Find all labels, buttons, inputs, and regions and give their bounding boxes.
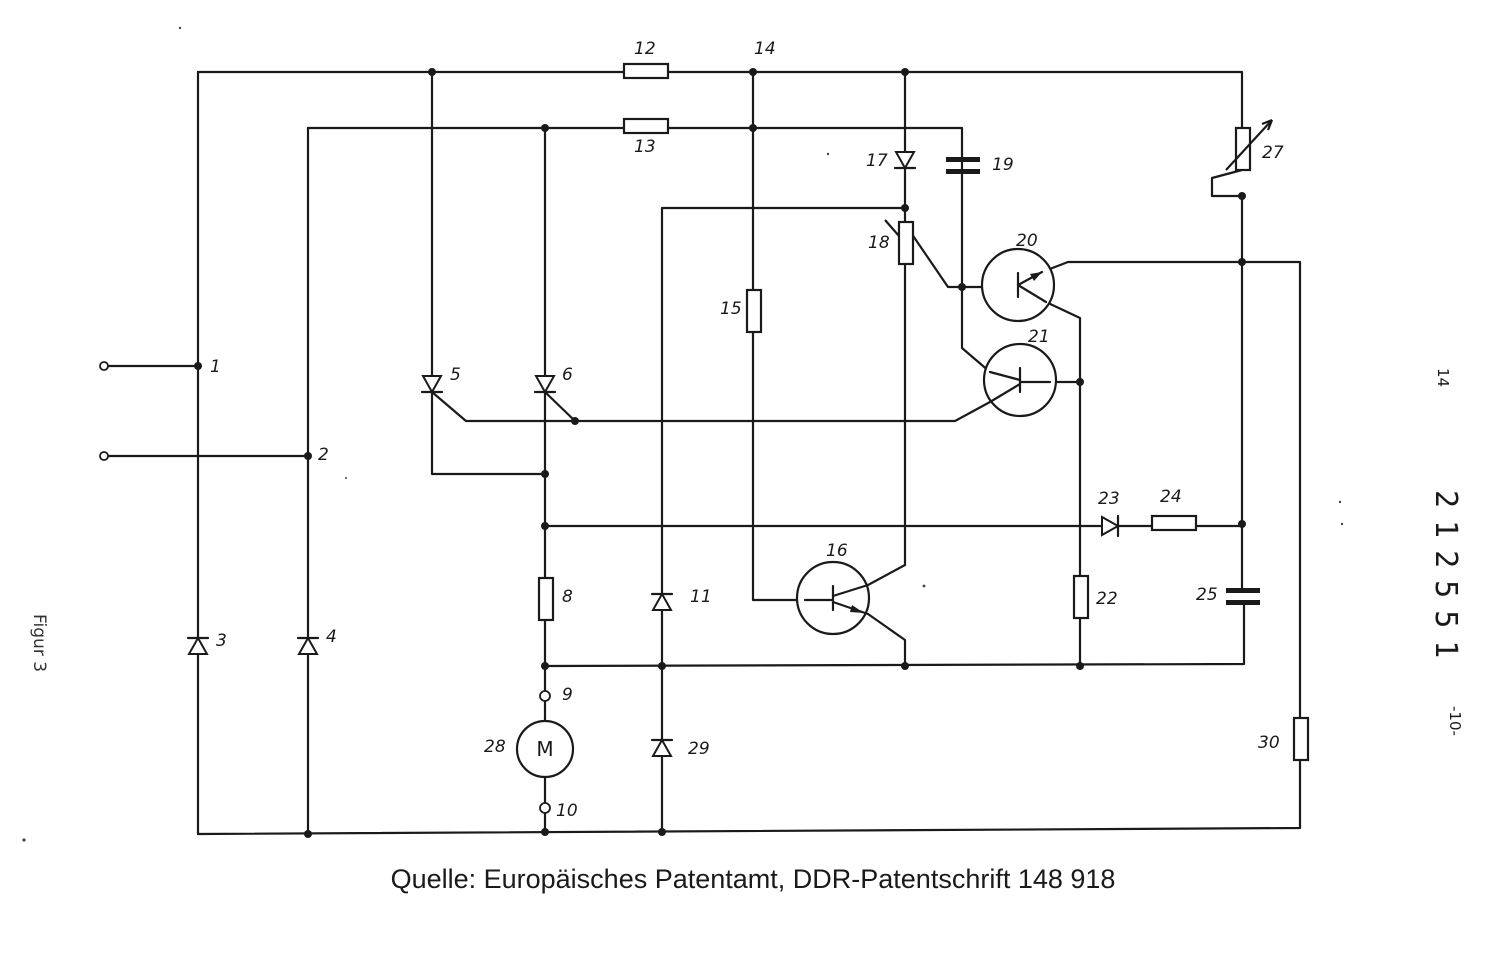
- motor-symbol: M: [536, 737, 553, 761]
- scan-specks: [22, 26, 1344, 842]
- label-29: 29: [688, 739, 710, 759]
- label-4: 4: [326, 627, 337, 647]
- capacitor-25: [1226, 588, 1260, 605]
- label-27: 27: [1262, 143, 1284, 163]
- label-11: 11: [690, 587, 712, 607]
- resistor-13: [622, 117, 670, 135]
- diode-4: [296, 635, 320, 655]
- resistor-30: [1292, 716, 1310, 762]
- diode-11: [650, 591, 674, 611]
- label-8: 8: [562, 587, 573, 607]
- label-17: 17: [866, 151, 888, 171]
- capacitor-19: [946, 157, 980, 174]
- diode-6: [533, 375, 557, 395]
- label-9: 9: [562, 685, 573, 705]
- label-2: 2: [318, 445, 329, 465]
- page-number: -10-: [1446, 706, 1464, 736]
- transistor-20: [980, 247, 1056, 323]
- label-10: 10: [556, 801, 578, 821]
- terminal-2: [99, 451, 109, 461]
- label-6: 6: [562, 365, 573, 385]
- terminal-1: [99, 361, 109, 371]
- label-22: 22: [1096, 589, 1118, 609]
- terminal-10: [539, 802, 551, 814]
- resistor-8: [537, 576, 555, 622]
- transistor-21: [982, 342, 1058, 418]
- label-12: 12: [634, 39, 656, 59]
- resistor-12: [622, 62, 670, 80]
- resistor-18-wiper: [884, 219, 900, 237]
- label-1: 1: [210, 357, 221, 377]
- patent-number: 212551: [1428, 490, 1463, 670]
- transistor-16: [795, 560, 871, 636]
- label-30: 30: [1258, 733, 1280, 753]
- resistor-27-arrow: [1225, 118, 1274, 171]
- figure-side-label: Figur 3: [29, 614, 49, 672]
- label-24: 24: [1160, 487, 1182, 507]
- resistor-15: [745, 288, 763, 334]
- label-5: 5: [450, 365, 461, 385]
- diode-23: [1101, 514, 1121, 538]
- label-3: 3: [216, 631, 227, 651]
- label-25: 25: [1196, 585, 1218, 605]
- resistor-18: [897, 220, 915, 266]
- label-13: 13: [634, 137, 656, 157]
- diode-3: [186, 635, 210, 655]
- terminal-9: [539, 690, 551, 702]
- resistor-22: [1072, 574, 1090, 620]
- corner-mark: 14: [1434, 368, 1452, 387]
- diode-29: [650, 737, 674, 757]
- component-labels: 1 2 3 4 5 6 8 9 10 11 12 13 14 15 16 17 …: [210, 39, 1284, 821]
- resistor-27: [1234, 126, 1252, 172]
- resistor-24: [1150, 514, 1198, 532]
- label-28: 28: [484, 737, 506, 757]
- wires: [102, 70, 1302, 836]
- label-14: 14: [754, 39, 776, 59]
- label-16: 16: [826, 541, 848, 561]
- label-19: 19: [992, 155, 1014, 175]
- label-23: 23: [1098, 489, 1120, 509]
- label-18: 18: [868, 233, 890, 253]
- source-caption: Quelle: Europäisches Patentamt, DDR-Pate…: [390, 864, 1116, 894]
- label-21: 21: [1028, 327, 1050, 347]
- motor-28: M: [515, 719, 575, 779]
- junction-dots: [194, 68, 1246, 838]
- diode-17: [893, 151, 917, 171]
- label-15: 15: [720, 299, 742, 319]
- diode-5: [420, 375, 444, 395]
- label-20: 20: [1016, 231, 1038, 251]
